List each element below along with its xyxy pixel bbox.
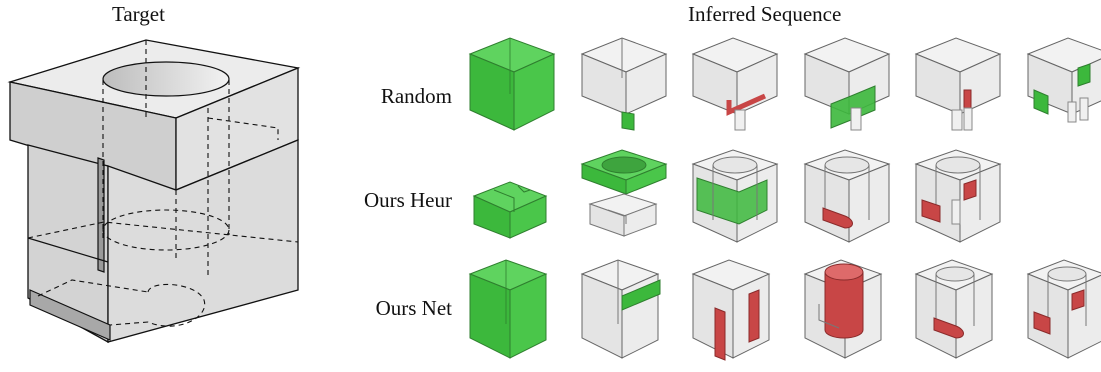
random-step-3: [691, 37, 779, 131]
target-fin: [97, 157, 105, 273]
net-step-4: [803, 259, 883, 359]
target-ledge: [29, 289, 111, 341]
row-ours-net: [468, 259, 1101, 361]
row-ours-heur: [472, 149, 1002, 243]
row-label-ours-heur: Ours Heur: [363, 188, 452, 212]
net-step-3: [691, 259, 771, 361]
target-hidden-edges: [27, 40, 299, 327]
heur-step-4: [803, 149, 891, 243]
row-label-random: Random: [380, 84, 452, 108]
random-step-6: [1026, 37, 1101, 123]
row-label-ours-net: Ours Net: [375, 296, 452, 320]
net-step-1: [468, 259, 548, 359]
heur-step-5: [914, 149, 1002, 243]
random-step-5: [914, 37, 1002, 131]
net-step-5: [914, 259, 994, 359]
target-header: Target: [112, 2, 165, 26]
row-random: [468, 37, 1101, 131]
random-step-1: [468, 37, 556, 131]
target-hole: [102, 61, 230, 97]
target-body-right: [107, 139, 299, 343]
random-step-2: [580, 37, 668, 131]
net-step-6: [1026, 259, 1101, 359]
target-shape: [7, 39, 301, 344]
heur-step-1: [472, 181, 548, 239]
heur-step-3: [691, 149, 779, 243]
sequence-header: Inferred Sequence: [688, 2, 842, 26]
heur-step-2: [580, 149, 668, 237]
random-step-4: [803, 37, 891, 131]
net-step-2: [580, 259, 661, 359]
